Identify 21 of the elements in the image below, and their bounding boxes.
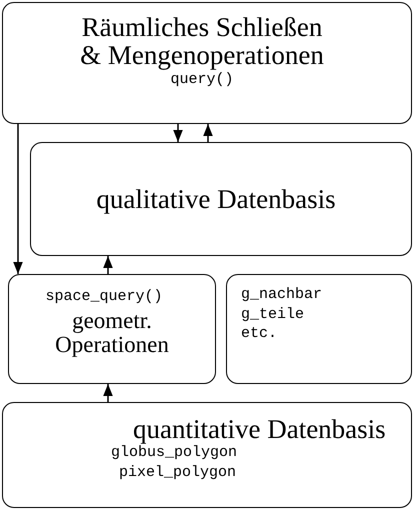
code-text: g_nachbar	[241, 285, 322, 304]
heading-text: Räumliches Schließen & Mengenoperationen	[79, 13, 325, 70]
rounded-box	[2, 402, 412, 508]
arrow	[103, 256, 113, 274]
code-text: globus_polygon	[111, 444, 238, 463]
code-text: etc.	[241, 324, 278, 344]
code-text: space_query()	[45, 287, 163, 306]
arrow	[173, 124, 183, 142]
rounded-box	[8, 274, 216, 384]
rounded-box	[226, 274, 412, 384]
arrow	[13, 124, 23, 274]
heading-text: qualitative Datenbasis	[96, 184, 336, 214]
rounded-box	[2, 2, 412, 124]
code-text: g_teile	[241, 304, 304, 324]
rounded-box	[30, 142, 412, 256]
heading-text: geometr. Operationen	[54, 308, 170, 357]
code-text: query()	[170, 70, 234, 90]
heading-text: quantitative Datenbasis	[133, 415, 386, 444]
arrow	[103, 384, 113, 402]
code-text: pixel_polygon	[119, 462, 236, 482]
arrow	[203, 124, 213, 142]
